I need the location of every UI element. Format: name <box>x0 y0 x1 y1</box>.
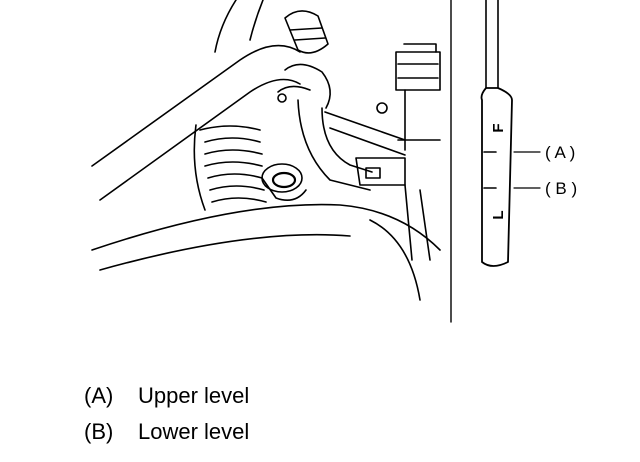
legend-code: (A) <box>84 383 114 408</box>
legend: (A) Upper level (B) Lower level <box>84 378 249 450</box>
legend-text: Lower level <box>138 419 250 444</box>
legend-text: Upper level <box>138 383 250 408</box>
callout-a: ( A ) <box>545 143 575 162</box>
legend-item: (B) Lower level <box>84 414 249 450</box>
engine-bay-illustration: F L ( A ) ( B ) <box>91 0 577 323</box>
dipstick-full-mark: F <box>490 123 507 132</box>
legend-item: (A) Upper level <box>84 378 249 414</box>
dipstick-low-mark: L <box>490 210 507 219</box>
legend-code: (B) <box>84 419 114 444</box>
callout-b: ( B ) <box>545 179 577 198</box>
